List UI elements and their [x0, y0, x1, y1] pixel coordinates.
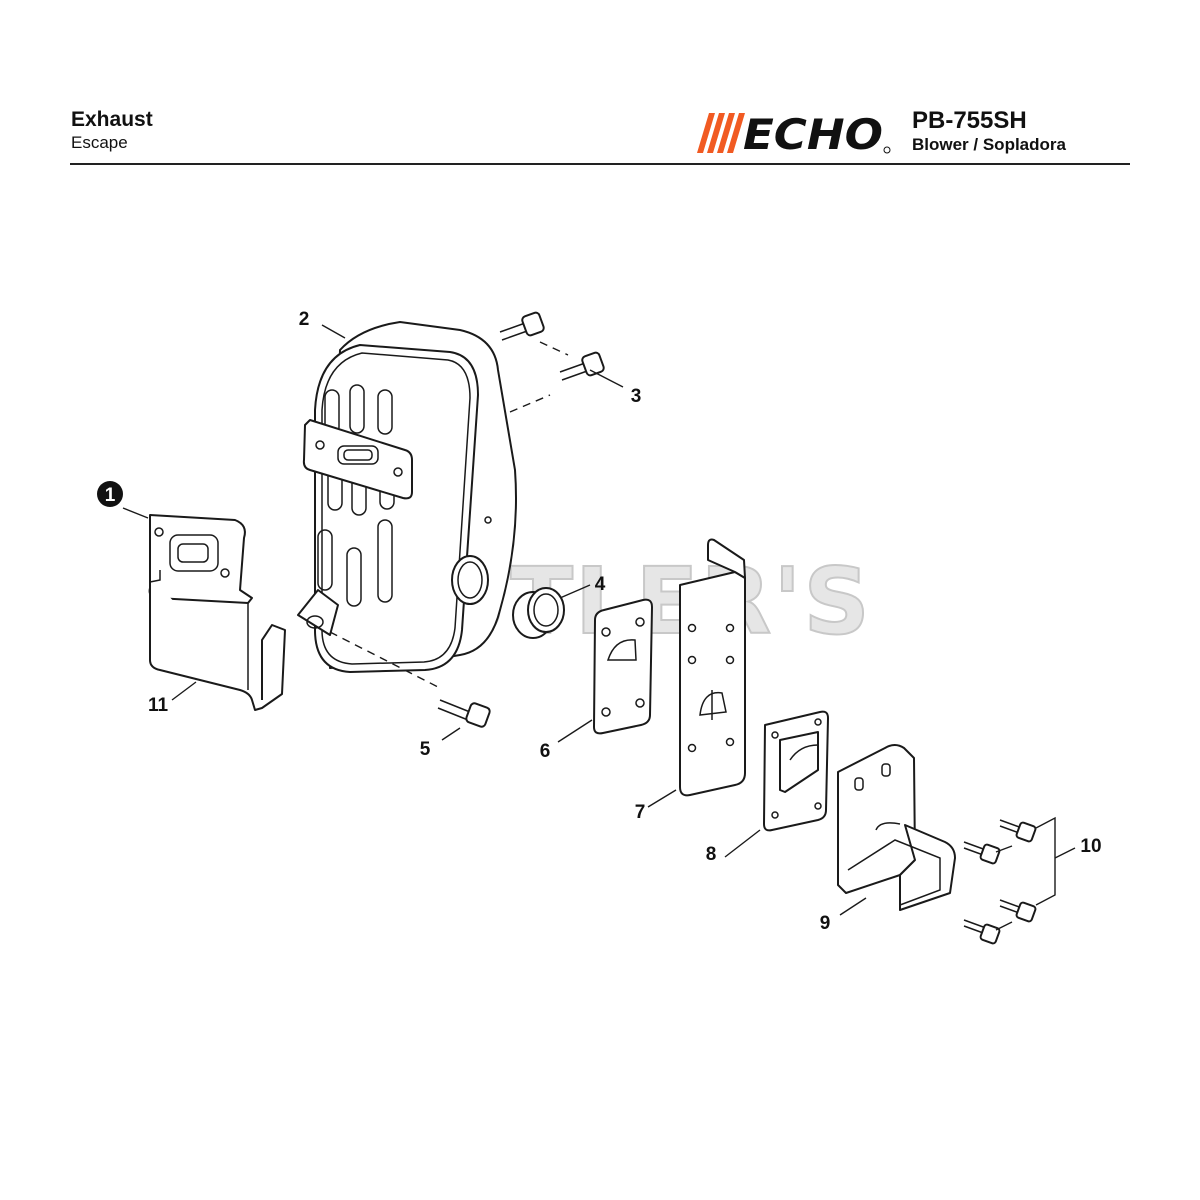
heat-shield: [148, 514, 286, 711]
logo-stripes: [697, 113, 745, 153]
callout-6: 6: [540, 741, 551, 762]
leader-lines: [122, 324, 1076, 931]
callout-9: 9: [820, 913, 831, 934]
bolts-upper: [499, 311, 605, 381]
callouts: 1 2 3 4 5 6 7 8 9 10 11: [97, 309, 1102, 934]
callout-4: 4: [595, 574, 606, 595]
callout-2: 2: [299, 309, 310, 330]
exhaust-guard: [837, 744, 956, 911]
header-left: Exhaust Escape: [71, 108, 153, 154]
page-subtitle: Escape: [71, 133, 128, 152]
callout-7: 7: [635, 802, 646, 823]
logo-wordmark: ECHO: [743, 111, 883, 155]
guard-screws: [963, 819, 1037, 945]
callout-1-badge: [97, 481, 123, 507]
exhaust-outlet: [763, 710, 829, 832]
echo-logo: ECHO: [697, 111, 891, 155]
product-name: Blower / Sopladora: [912, 135, 1066, 154]
callout-11: 11: [148, 695, 169, 716]
callout-5: 5: [420, 739, 431, 760]
page-title: Exhaust: [71, 108, 153, 131]
header-divider: [70, 163, 1130, 165]
collar: [512, 587, 565, 639]
bolt-lower: [437, 699, 491, 728]
header-right: PB-755SH Blower / Sopladora: [912, 108, 1066, 156]
callout-10: 10: [1080, 836, 1101, 857]
muffler: [297, 321, 517, 673]
spark-arrestor-gasket: [593, 598, 653, 735]
callout-1: 1: [105, 485, 116, 506]
callout-8: 8: [706, 844, 717, 865]
muffler-plate: [679, 538, 746, 797]
model-number: PB-755SH: [912, 107, 1027, 134]
callout-3: 3: [631, 386, 642, 407]
